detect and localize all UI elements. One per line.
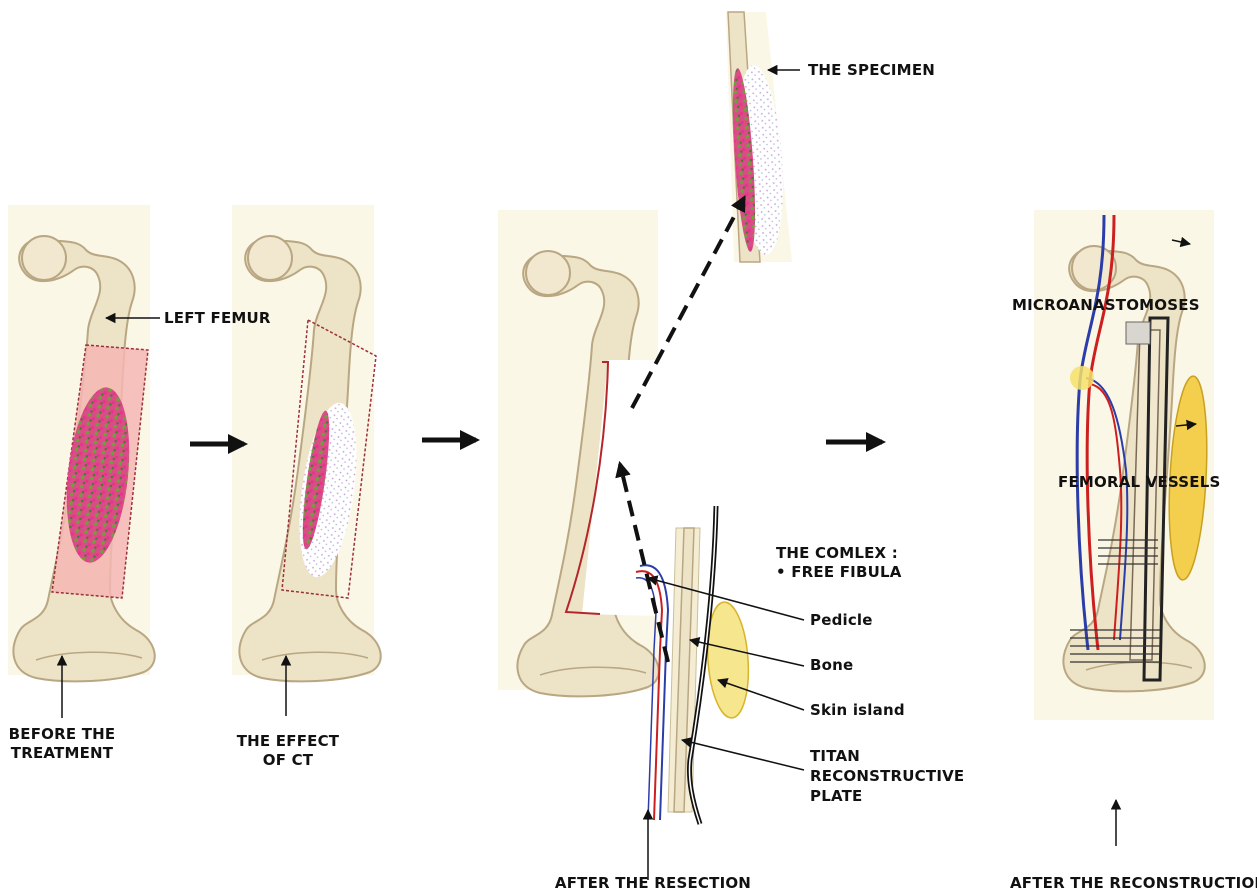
label-skin-island: Skin island <box>810 701 905 720</box>
label-femoral-vessels: FEMORAL VESSELS <box>1058 473 1221 492</box>
label-before-2: TREATMENT <box>2 744 122 763</box>
panel-after-resection <box>498 210 670 696</box>
label-complex-item: • FREE FIBULA <box>776 563 902 582</box>
label-complex-title: THE COMLEX : <box>776 544 898 563</box>
panel-after-reconstruction <box>1034 210 1214 720</box>
label-specimen: THE SPECIMEN <box>808 61 935 80</box>
arrow-left-icon <box>682 740 804 770</box>
panel-effect-of-ct <box>232 205 381 681</box>
label-bone: Bone <box>810 656 853 675</box>
graft-block <box>1126 322 1150 344</box>
label-titan-3: PLATE <box>810 787 862 806</box>
label-pedicle: Pedicle <box>810 611 873 630</box>
label-after-resection: AFTER THE RESECTION <box>548 874 758 893</box>
label-titan-2: RECONSTRUCTIVE <box>810 767 964 786</box>
label-after-reconstruction: AFTER THE RECONSTRUCTION <box>1010 874 1250 893</box>
label-titan-1: TITAN <box>810 747 860 766</box>
label-left-femur: LEFT FEMUR <box>164 309 271 328</box>
specimen <box>726 12 792 262</box>
label-before-1: BEFORE THE <box>2 725 122 744</box>
panel-before-treatment <box>8 205 155 681</box>
label-effect-2: OF CT <box>228 751 348 770</box>
anastomosis-site <box>1070 366 1094 390</box>
label-microanastomoses: MICROANASTOMOSES <box>1012 296 1200 315</box>
label-effect-1: THE EFFECT <box>228 732 348 751</box>
